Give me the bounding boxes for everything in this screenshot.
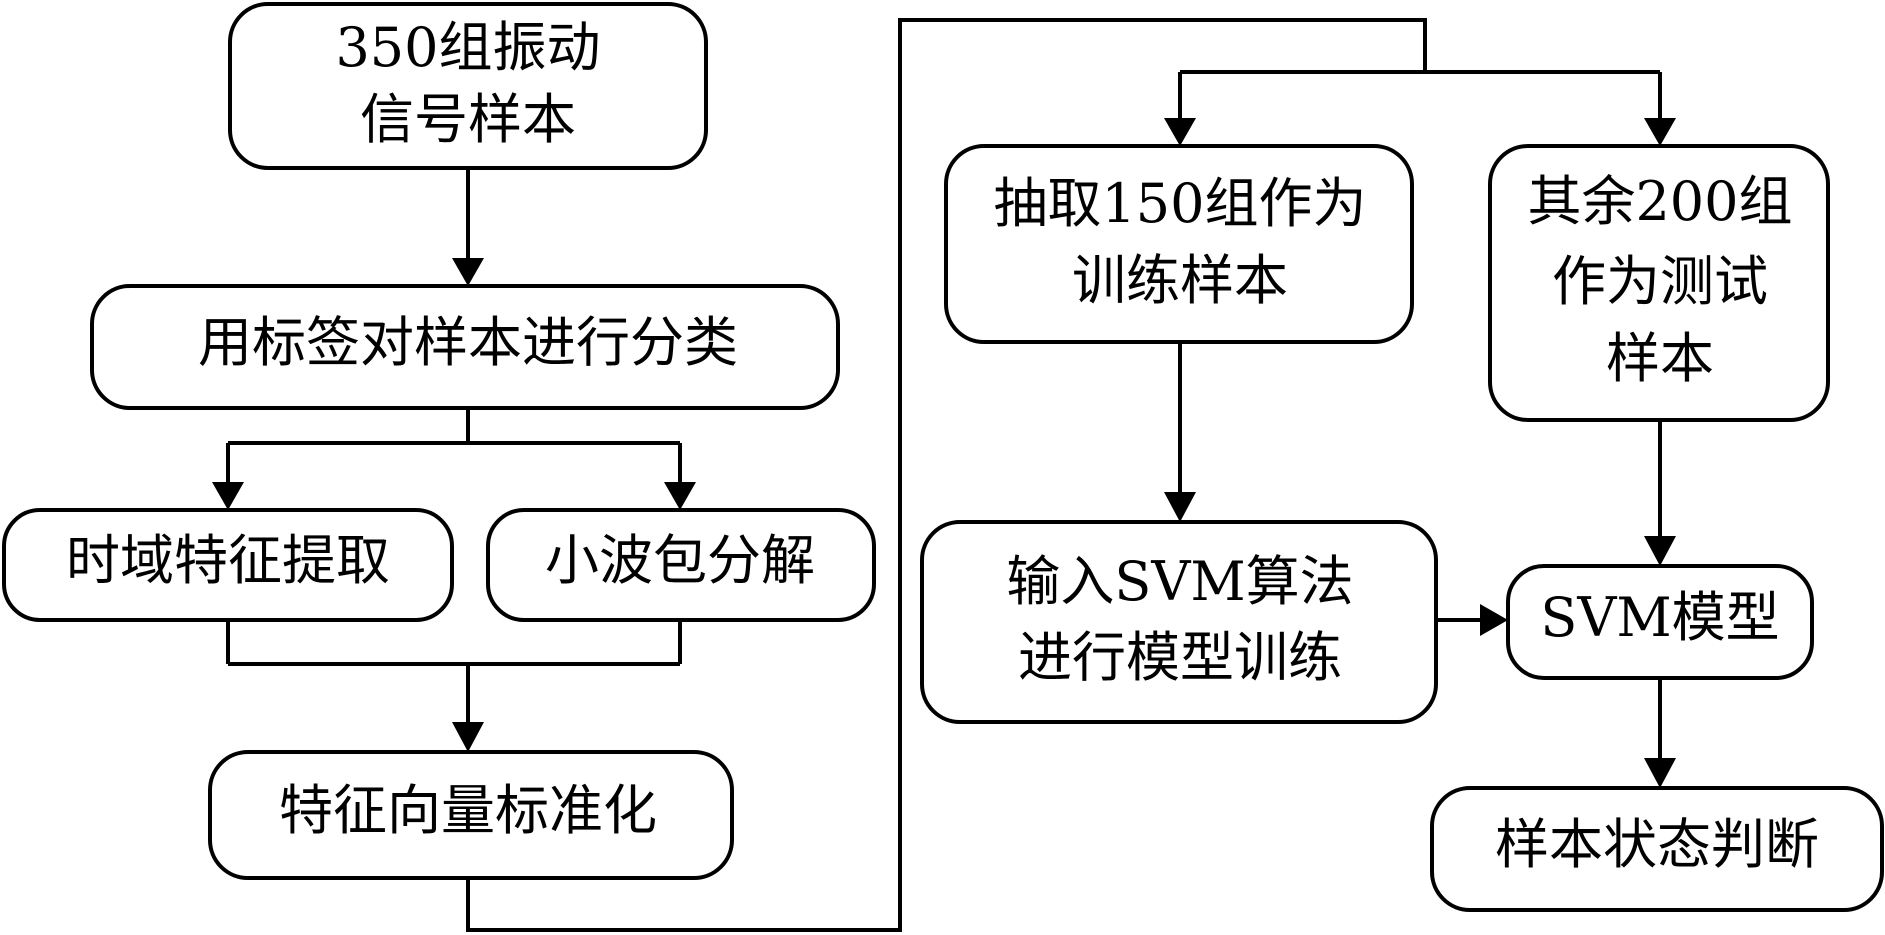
connectors (212, 18, 1676, 932)
node-test-select: 其余200组 作为测试 样本 (1488, 144, 1830, 422)
flow-classify-split (226, 408, 682, 482)
node-train-select-line-2: 训练样本 (1072, 249, 1288, 312)
node-wavelet-line-1: 小波包分解 (545, 529, 815, 592)
node-state-judge: 样本状态判断 (1430, 786, 1884, 912)
node-samples: 350组振动 信号样本 (228, 2, 708, 170)
node-samples-line-1: 350组振动 (335, 16, 600, 79)
arrowhead-svm-model-from-train (1480, 604, 1508, 636)
node-normalize: 特征向量标准化 (208, 750, 734, 880)
node-wavelet: 小波包分解 (486, 508, 876, 622)
node-classify-line-1: 用标签对样本进行分类 (198, 311, 738, 374)
arrowhead-classify (452, 258, 484, 286)
node-state-judge-line-1: 样本状态判断 (1495, 813, 1819, 876)
node-svm-train: 输入SVM算法 进行模型训练 (920, 520, 1438, 724)
node-test-select-line-3: 样本 (1606, 327, 1714, 390)
arrowhead-wavelet (664, 482, 696, 510)
arrowhead-svm-model-from-test (1644, 536, 1676, 566)
node-svm-model-line-1: SVM模型 (1540, 586, 1779, 649)
node-svm-train-line-2: 进行模型训练 (1018, 626, 1342, 689)
arrowhead-train-select (1164, 118, 1196, 146)
node-time-domain-line-1: 时域特征提取 (66, 529, 390, 592)
arrowhead-test-select (1644, 118, 1676, 146)
arrowhead-state-judge (1644, 758, 1676, 788)
flow-merge-to-normalize (226, 620, 682, 722)
node-svm-model: SVM模型 (1506, 564, 1814, 680)
node-samples-line-2: 信号样本 (360, 88, 576, 151)
node-time-domain: 时域特征提取 (2, 508, 454, 622)
node-test-select-line-2: 作为测试 (1552, 250, 1768, 313)
arrowhead-time-domain (212, 482, 244, 510)
node-svm-train-line-1: 输入SVM算法 (1006, 550, 1353, 613)
arrowhead-svm-train (1164, 492, 1196, 522)
node-classify: 用标签对样本进行分类 (90, 284, 840, 410)
node-test-select-line-1: 其余200组 (1527, 170, 1792, 233)
node-train-select: 抽取150组作为 训练样本 (944, 144, 1414, 344)
flow-normalize-to-split (466, 18, 1662, 932)
arrowhead-normalize (452, 722, 484, 752)
node-train-select-line-1: 抽取150组作为 (993, 172, 1366, 235)
node-normalize-line-1: 特征向量标准化 (279, 779, 657, 842)
